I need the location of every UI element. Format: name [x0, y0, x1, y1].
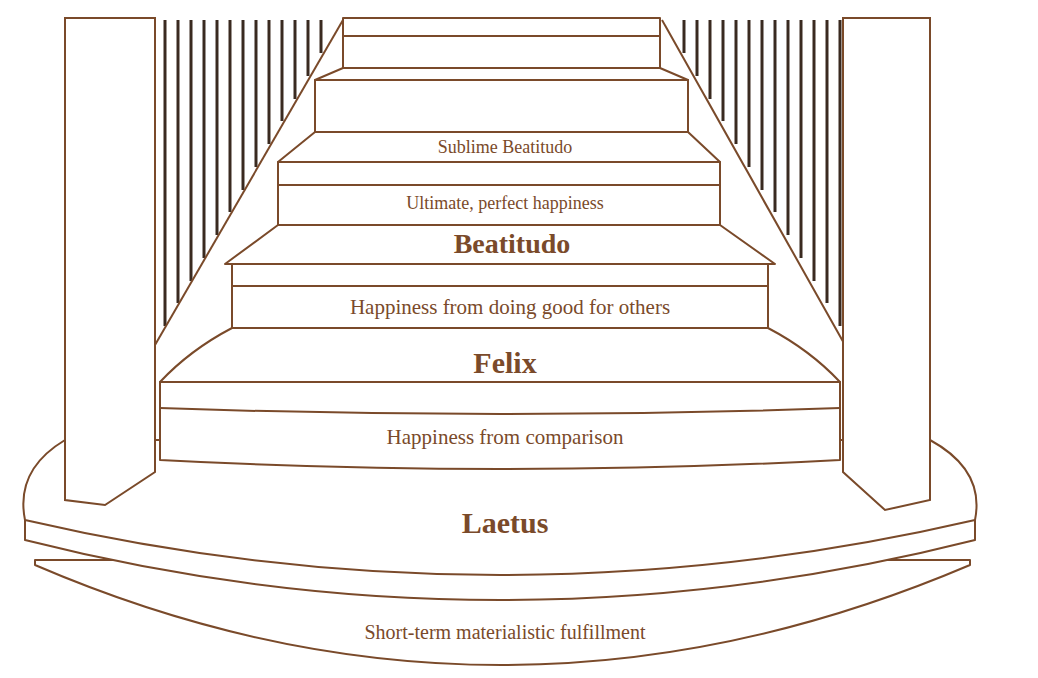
baluster: [255, 20, 258, 167]
step-label: Happiness from comparison: [387, 426, 624, 449]
baluster: [826, 20, 829, 303]
baluster: [216, 20, 219, 235]
newel-post: [843, 18, 930, 510]
step-label: Ultimate, perfect happiness: [406, 194, 603, 214]
stringer: [155, 20, 343, 345]
baluster: [748, 20, 751, 167]
baluster: [787, 20, 790, 235]
baluster: [839, 20, 842, 326]
step-riser: [232, 264, 768, 328]
step-label: Felix: [473, 346, 536, 379]
baluster: [774, 20, 777, 212]
baluster: [294, 20, 297, 99]
baluster: [177, 20, 180, 303]
baluster: [229, 20, 232, 212]
baluster: [696, 20, 699, 76]
step-edge: [232, 285, 768, 287]
baluster: [203, 20, 206, 258]
step-label: Happiness from doing good for others: [350, 296, 670, 319]
step-tread: [315, 68, 688, 80]
baluster: [683, 20, 686, 53]
step-riser: [315, 80, 688, 132]
baluster: [242, 20, 245, 190]
baluster: [722, 20, 725, 121]
step-label: Sublime Beatitudo: [438, 138, 573, 158]
baluster: [761, 20, 764, 190]
step-tread: [225, 225, 775, 264]
baluster: [709, 20, 712, 99]
baluster: [735, 20, 738, 144]
step-label: Laetus: [462, 506, 549, 539]
baluster: [813, 20, 816, 281]
step-edge: [160, 408, 840, 414]
step: [343, 18, 660, 68]
baluster: [800, 20, 803, 258]
baluster: [190, 20, 193, 281]
step-edge: [278, 184, 720, 186]
step-riser: [160, 382, 840, 469]
step-edge: [343, 35, 660, 37]
baluster: [320, 20, 323, 53]
baluster: [164, 20, 167, 326]
step-riser: [278, 162, 720, 225]
stringer: [662, 20, 845, 345]
baluster: [307, 20, 310, 76]
baluster: [281, 20, 284, 121]
step-tread: [278, 132, 720, 162]
baluster: [268, 20, 271, 144]
newel-post: [65, 18, 155, 505]
step-label: Beatitudo: [454, 229, 571, 260]
step-tread: [160, 328, 840, 382]
step-label: Short-term materialistic fulfillment: [364, 621, 645, 643]
